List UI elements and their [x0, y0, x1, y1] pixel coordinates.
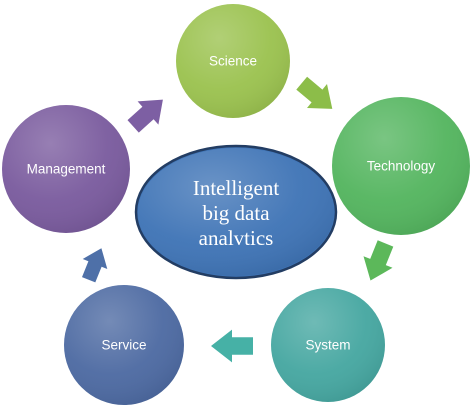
center-label-line-2: big data	[202, 201, 270, 225]
arrow-management-to-science	[127, 99, 163, 133]
technology-circle-shading	[332, 97, 470, 235]
system-circle-shading	[271, 288, 385, 402]
arrow-layer	[82, 76, 394, 363]
node-service: Service	[64, 285, 184, 405]
management-circle-shading	[2, 105, 130, 233]
center-node: Intelligent big data analvtics	[134, 144, 338, 280]
center-label-line-1: Intelligent	[193, 176, 279, 200]
arrow-technology-to-system	[363, 240, 394, 281]
arrow-science-to-technology	[296, 76, 333, 109]
technology-label: Technology	[367, 159, 436, 174]
node-system: System	[271, 288, 385, 402]
management-label: Management	[27, 162, 106, 177]
arrow-system-to-service	[211, 329, 253, 363]
system-label: System	[305, 338, 350, 353]
service-label: Service	[101, 338, 146, 353]
science-circle-shading	[176, 4, 290, 118]
arrow-service-to-management	[82, 248, 108, 283]
science-label: Science	[209, 54, 257, 69]
service-circle-shading	[64, 285, 184, 405]
center-ellipse-shading	[138, 148, 334, 276]
node-technology: Technology	[332, 97, 470, 235]
center-label-line-3: analvtics	[199, 226, 274, 250]
node-science: Science	[176, 4, 290, 118]
node-management: Management	[2, 105, 130, 233]
